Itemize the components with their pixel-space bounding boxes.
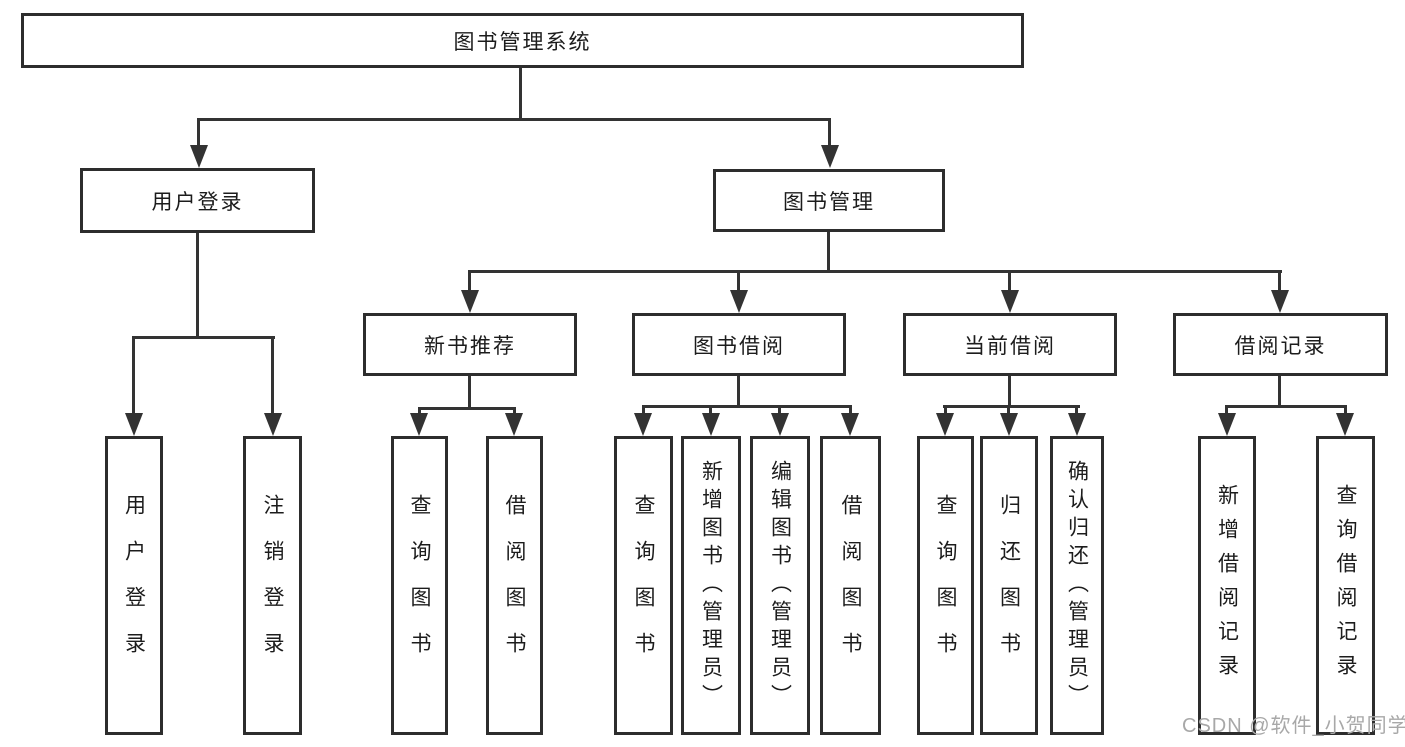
arrow-down-icon — [841, 413, 859, 436]
connector-userlogin-stem — [197, 118, 200, 146]
node-current-borrow-label: 当前借阅 — [964, 334, 1056, 358]
connector-logout-stem — [271, 336, 274, 414]
node-borrow-records-label: 借阅记录 — [1234, 334, 1327, 358]
leaf-records-add: 新增借阅记录 — [1198, 436, 1256, 735]
arrow-down-icon — [771, 413, 789, 436]
connector-current-bar — [943, 405, 1080, 408]
leaf-borrow-add: 新增图书（管理员） — [681, 436, 741, 735]
connector-stem — [642, 405, 645, 414]
node-book-mgmt-label: 图书管理 — [783, 190, 875, 214]
arrow-down-icon — [634, 413, 652, 436]
arrow-down-icon — [1336, 413, 1354, 436]
arrow-down-icon — [1218, 413, 1236, 436]
leaf-records-add-label: 新增借阅记录 — [1215, 483, 1239, 688]
connector-newbooks-stem — [468, 273, 471, 291]
leaf-newbooks-borrow: 借阅图书 — [486, 436, 543, 735]
node-user-login-label: 用户登录 — [151, 190, 244, 214]
connector-stem — [418, 407, 421, 415]
connector-current-stem — [1008, 273, 1011, 291]
connector-stem — [1007, 405, 1010, 414]
leaf-borrow-query-label: 查询图书 — [632, 493, 655, 678]
connector-borrow-stem — [737, 273, 740, 291]
connector-records-stem — [1278, 273, 1281, 291]
arrow-down-icon — [1271, 290, 1289, 313]
connector-stem — [944, 405, 947, 414]
connector-stem — [1344, 405, 1347, 414]
node-book-mgmt: 图书管理 — [713, 169, 945, 232]
leaf-newbooks-borrow-label: 借阅图书 — [503, 493, 526, 678]
arrow-down-icon — [461, 290, 479, 313]
connector-stem — [1225, 405, 1228, 414]
connector-stem — [1075, 405, 1078, 414]
leaf-current-return: 归还图书 — [980, 436, 1038, 735]
leaf-borrow-query: 查询图书 — [614, 436, 673, 735]
leaf-user-login: 用户登录 — [105, 436, 163, 735]
leaf-records-query-label: 查询借阅记录 — [1334, 483, 1357, 688]
leaf-newbooks-query: 查询图书 — [391, 436, 448, 735]
node-new-books-label: 新书推荐 — [424, 334, 516, 358]
leaf-current-query: 查询图书 — [917, 436, 974, 735]
arrow-down-icon — [125, 413, 143, 436]
connector-userlogin-bar — [132, 336, 275, 339]
leaf-current-confirm-label: 确认归还（管理员） — [1065, 459, 1089, 712]
node-root-label: 图书管理系统 — [453, 30, 592, 54]
connector-bookmgmt-down — [827, 232, 830, 273]
connector-stem — [709, 405, 712, 414]
connector-root-stem — [519, 68, 522, 121]
connector-stem — [849, 405, 852, 414]
connector-login-stem — [132, 336, 135, 414]
arrow-down-icon — [1068, 413, 1086, 436]
node-new-books: 新书推荐 — [363, 313, 577, 376]
connector-newbooks-bar — [418, 407, 516, 410]
arrow-down-icon — [730, 290, 748, 313]
node-borrow-records: 借阅记录 — [1173, 313, 1388, 376]
arrow-down-icon — [505, 413, 523, 436]
leaf-logout: 注销登录 — [243, 436, 302, 735]
csdn-watermark: CSDN @软件_小贺同学 — [1182, 715, 1405, 737]
leaf-current-query-label: 查询图书 — [934, 493, 957, 678]
leaf-current-return-label: 归还图书 — [997, 493, 1021, 678]
node-book-borrow: 图书借阅 — [632, 313, 846, 376]
leaf-borrow-edit-label: 编辑图书（管理员） — [768, 459, 792, 712]
leaf-borrow-add-label: 新增图书（管理员） — [699, 459, 723, 712]
leaf-borrow-borrow: 借阅图书 — [820, 436, 881, 735]
node-current-borrow: 当前借阅 — [903, 313, 1117, 376]
connector-borrow-bar — [642, 405, 851, 408]
connector-userlogin-down — [196, 233, 199, 339]
connector-records-down — [1278, 376, 1281, 407]
connector-stem — [513, 407, 516, 415]
arrow-down-icon — [1000, 413, 1018, 436]
node-root: 图书管理系统 — [21, 13, 1024, 68]
arrow-down-icon — [821, 145, 839, 168]
arrow-down-icon — [702, 413, 720, 436]
arrow-down-icon — [190, 145, 208, 168]
connector-root-bar — [197, 118, 831, 121]
leaf-borrow-edit: 编辑图书（管理员） — [750, 436, 810, 735]
connector-newbooks-down — [468, 376, 471, 410]
arrow-down-icon — [410, 413, 428, 436]
node-user-login: 用户登录 — [80, 168, 315, 233]
connector-records-bar — [1226, 405, 1347, 408]
leaf-newbooks-query-label: 查询图书 — [408, 493, 431, 678]
arrow-down-icon — [936, 413, 954, 436]
leaf-logout-label: 注销登录 — [261, 493, 284, 678]
connector-borrow-down — [737, 376, 740, 407]
leaf-current-confirm: 确认归还（管理员） — [1050, 436, 1104, 735]
connector-bookmgmt-stem — [828, 118, 831, 146]
arrow-down-icon — [1001, 290, 1019, 313]
leaf-user-login-label: 用户登录 — [122, 493, 146, 678]
leaf-borrow-borrow-label: 借阅图书 — [839, 493, 862, 678]
connector-current-down — [1008, 376, 1011, 407]
arrow-down-icon — [264, 413, 282, 436]
node-book-borrow-label: 图书借阅 — [693, 334, 785, 358]
connector-bookmgmt-bar — [468, 270, 1282, 273]
connector-stem — [778, 405, 781, 414]
leaf-records-query: 查询借阅记录 — [1316, 436, 1375, 735]
